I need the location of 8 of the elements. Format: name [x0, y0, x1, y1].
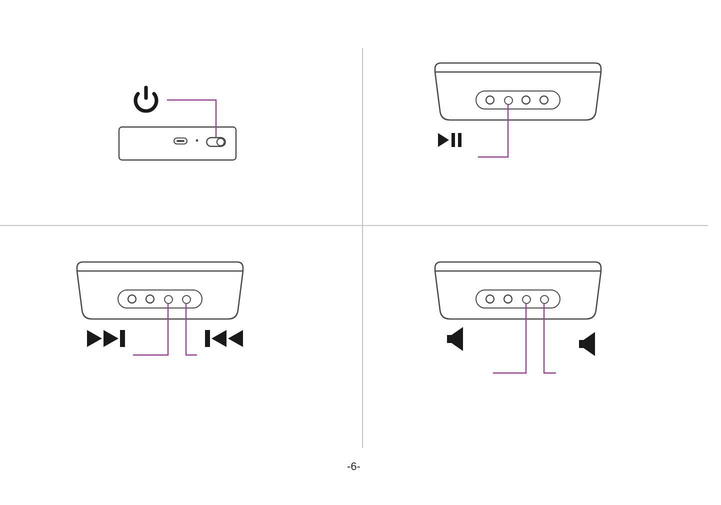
- leader-line: [543, 304, 556, 374]
- page-number: -6-: [347, 462, 360, 473]
- leader-line: [478, 104, 509, 158]
- slide-switch: [206, 137, 226, 147]
- leader-line: [493, 304, 527, 374]
- leader-line: [167, 99, 217, 137]
- leader-line: [133, 304, 169, 356]
- leader-line: [185, 304, 197, 356]
